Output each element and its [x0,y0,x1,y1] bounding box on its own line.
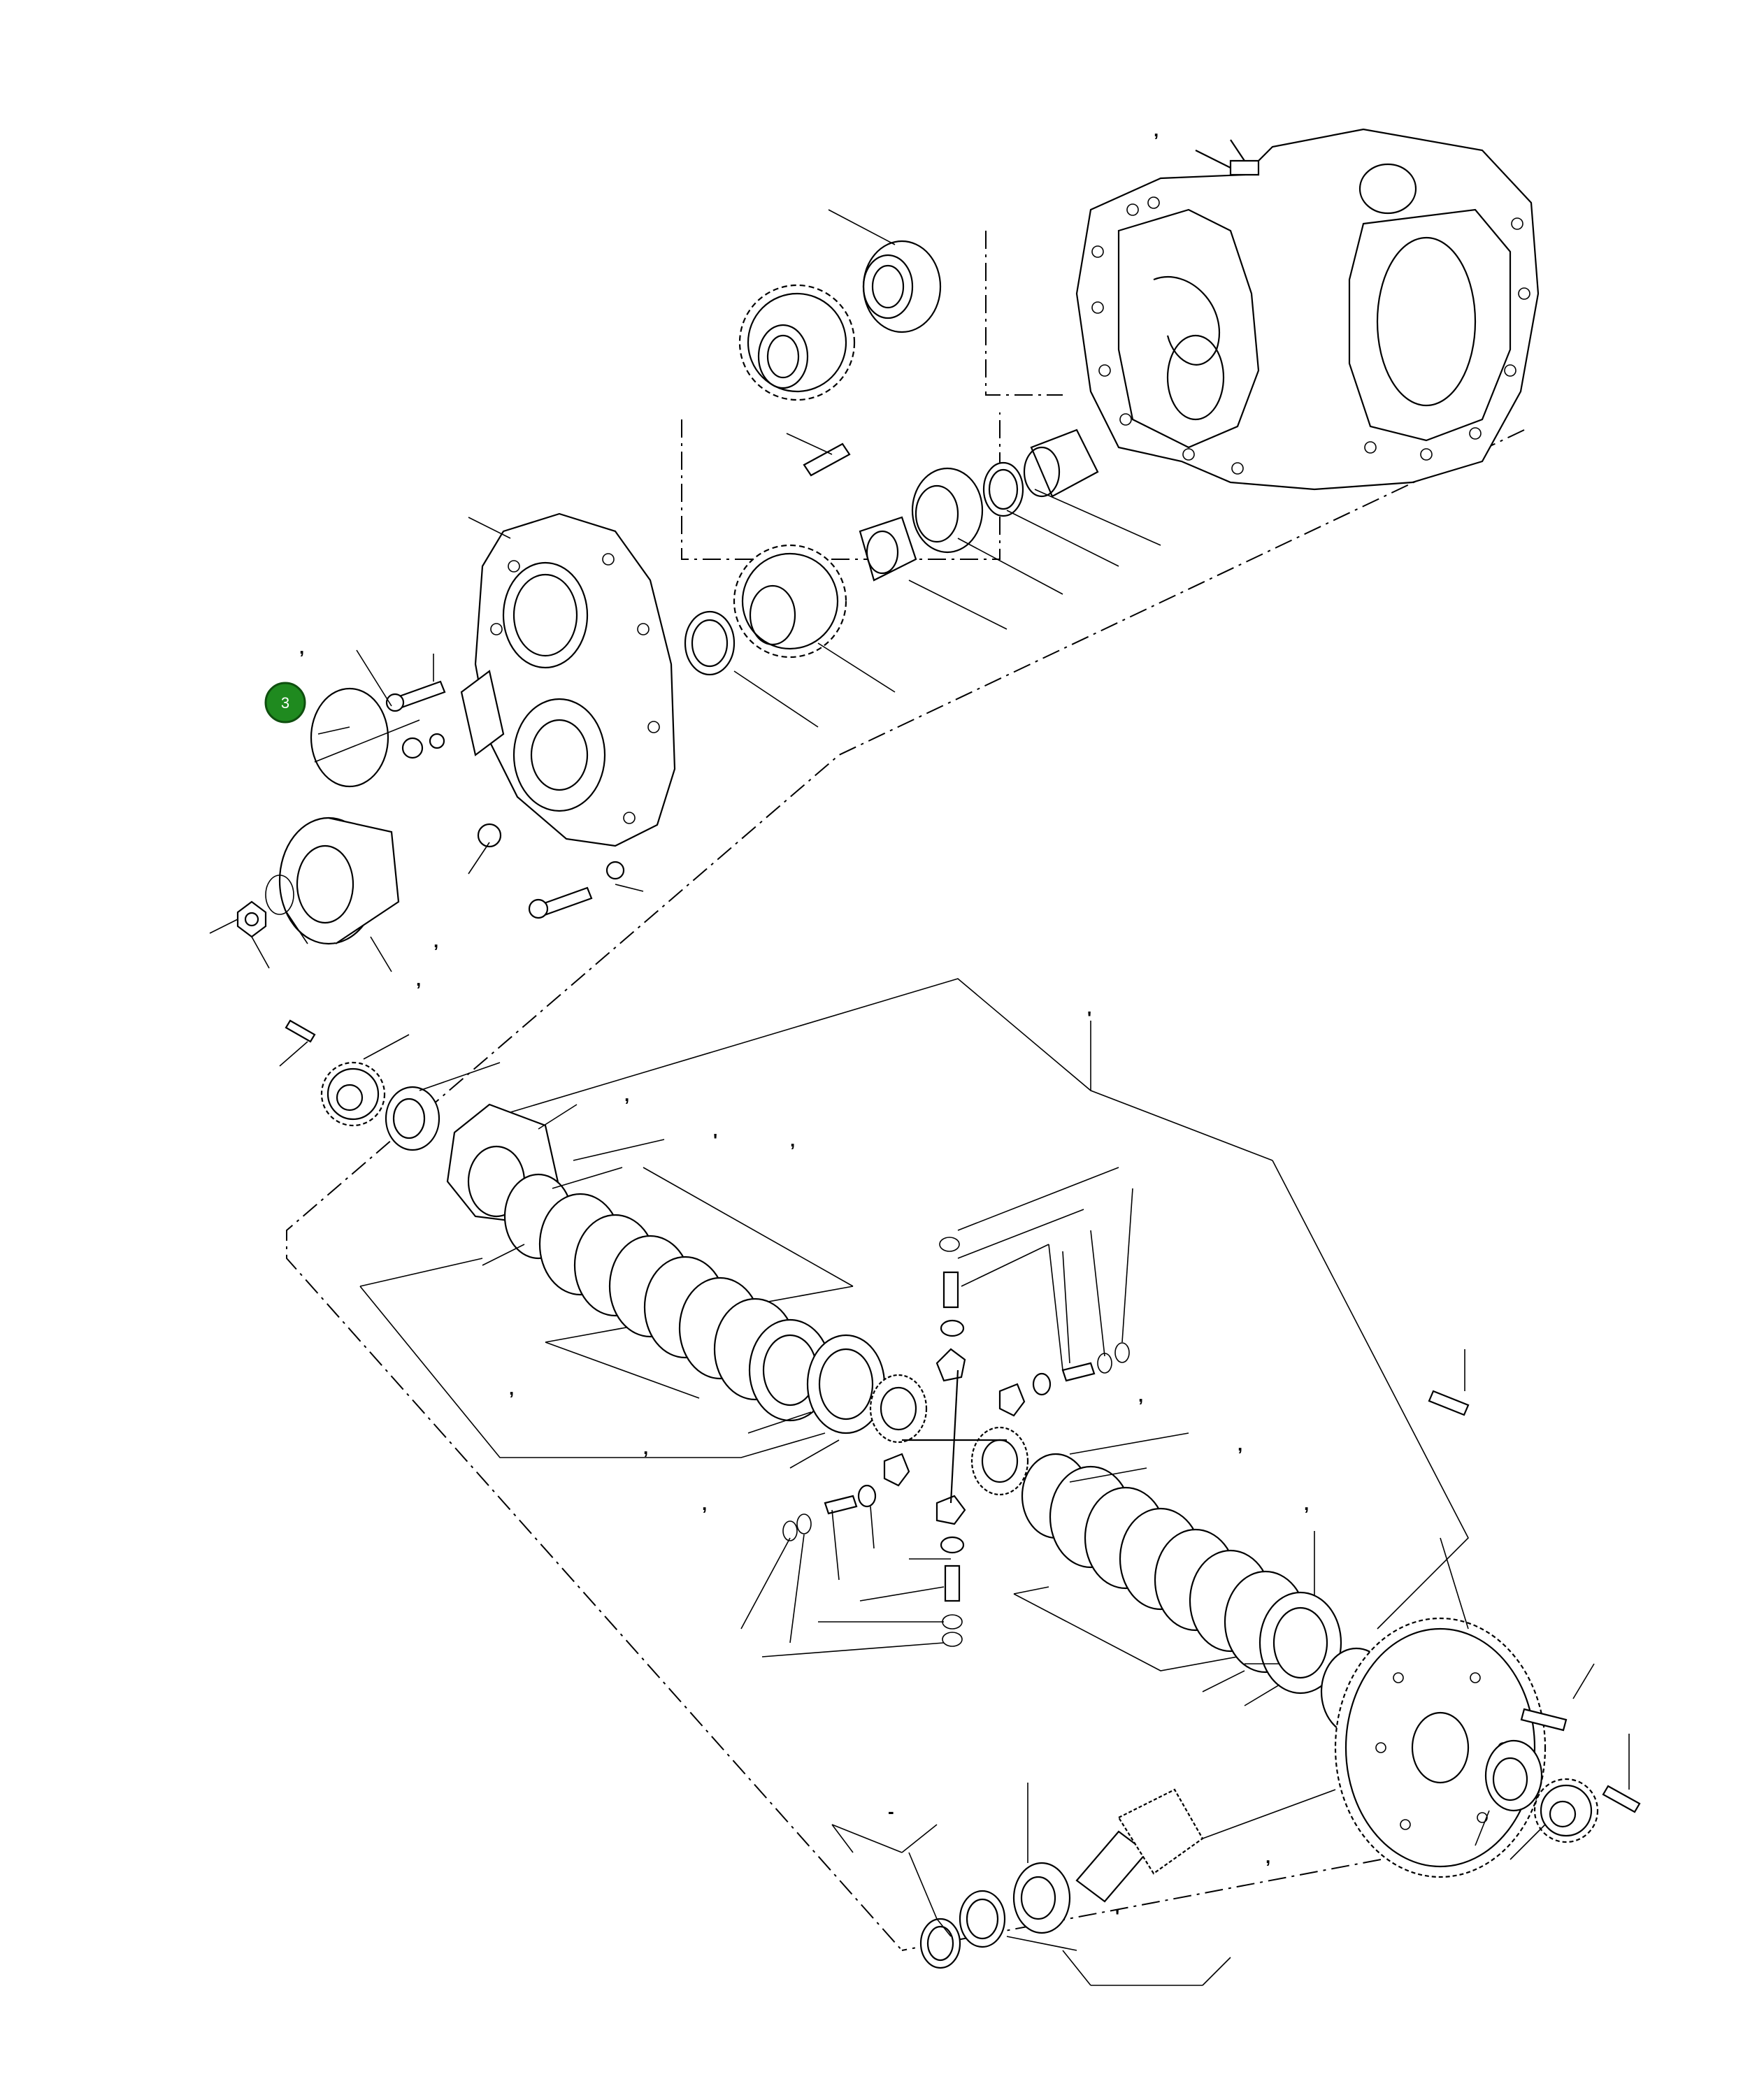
callout-marks: , , , , , , , , , , , , , - ' ' ' [299,120,1309,1927]
middle-spacer-ring [684,610,736,676]
callout-mark: ' [1087,1007,1091,1028]
middle-spur-gear [733,544,847,659]
callout-mark: , [1154,120,1159,141]
callout-mark: , [643,1437,648,1458]
right-side-gear [1533,1778,1599,1843]
dowel-pin [803,443,851,477]
callout-mark: ' [1115,1906,1119,1927]
ring-gear [1320,1617,1547,1878]
upper-leader-lines [209,209,1161,972]
flange-washer [265,875,294,915]
upper-spur-gear [738,284,856,401]
gearbox-housing [1075,128,1540,491]
callout-mark: , [790,1130,795,1151]
pinion-shim [959,1890,1006,1948]
callout-mark: , [433,930,438,951]
left-bolt [285,1019,316,1043]
lower-assembly-brackets [359,978,1469,1671]
bearing-cage [859,516,917,582]
plug-screw [477,823,502,848]
pinion-bearing [1012,1862,1071,1934]
middle-snap-ring [982,461,1024,517]
standalone-bolt [1428,1390,1470,1416]
sleeve-bushing [1023,429,1099,498]
left-clutch-disc-pack [503,1173,832,1422]
spider-pinion-right [998,1383,1026,1417]
output-flange [278,817,400,945]
flange-nut [236,900,267,938]
callout-mark: , [1138,1385,1143,1406]
callout-mark: , [624,1084,629,1105]
left-bevel-gear [869,1374,928,1444]
callout-mark: , [416,969,421,990]
callout-mark: , [1304,1493,1309,1514]
right-bearing [1484,1739,1543,1812]
callout-mark: , [702,1493,707,1514]
right-bevel-gear [970,1426,1029,1496]
spider-pinion-top [935,1348,966,1382]
right-bolt [1602,1785,1641,1813]
left-side-gear [320,1061,386,1127]
callout-mark: ' [713,1130,717,1151]
o-ring-part [310,687,389,788]
left-thrust-washer [806,1334,886,1434]
pinion-pins-washers [782,1237,1130,1647]
cover-bolt [385,680,446,712]
left-bearing [385,1086,440,1151]
callout-mark: , [1238,1434,1242,1455]
cover-plate [460,512,676,847]
cover-screw-small [401,733,445,759]
callout-badge-3[interactable]: 3 [264,682,306,724]
ring-gear-bolt [1520,1708,1568,1732]
lower-cover-bolt [528,861,625,919]
pinion-snap-ring [919,1918,961,1969]
right-clutch-disc-pack [1021,1453,1342,1695]
middle-ball-bearing [911,467,984,554]
spider-pinion-left [883,1453,910,1487]
callout-mark: , [1265,1846,1270,1867]
callout-mark: , [509,1378,514,1399]
callout-badge-label[interactable]: 3 [281,694,289,712]
callout-badge-circle[interactable] [264,682,306,724]
spider-cross-shaft [902,1369,1007,1504]
housing-bolt-holes [1091,196,1530,475]
callout-mark: - [888,1801,894,1822]
upper-ball-bearing [862,240,942,333]
lower-leader-lines [279,1034,1630,1986]
pinion-shaft [1075,1788,1204,1903]
callout-mark: , [299,637,304,658]
